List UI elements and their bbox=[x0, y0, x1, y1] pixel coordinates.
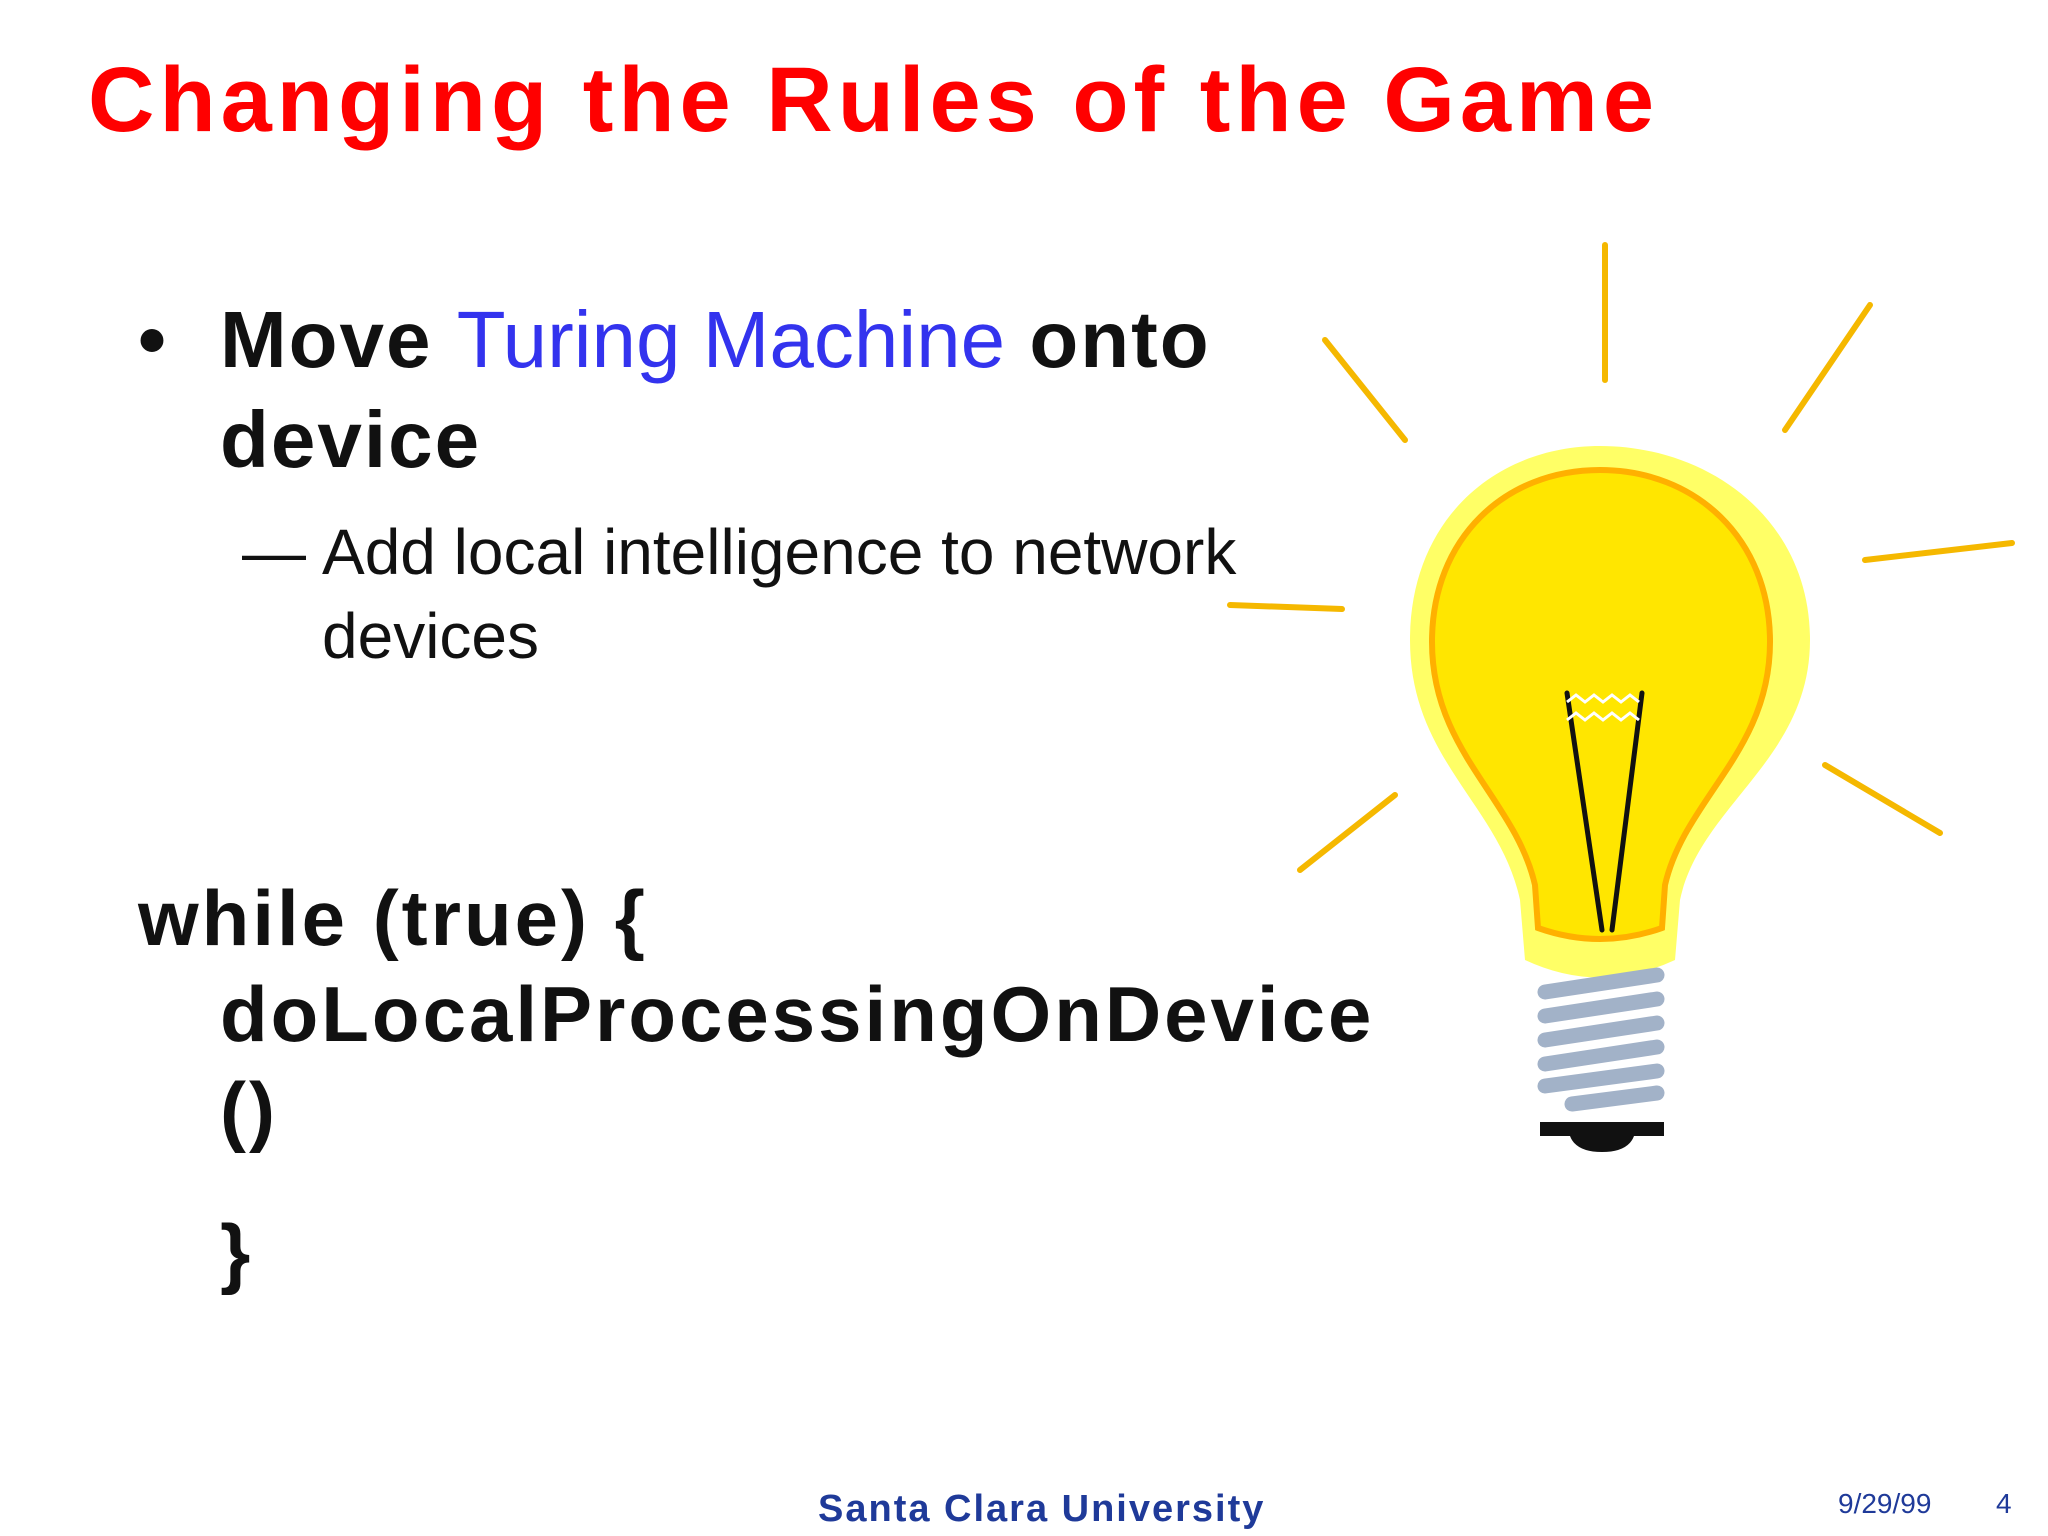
footer-date: 9/29/99 bbox=[1838, 1488, 1932, 1519]
bulb-filament bbox=[1564, 690, 1645, 933]
bullet-highlight: Turing Machine bbox=[456, 295, 1006, 384]
light-bulb-icon bbox=[1227, 242, 2015, 1152]
ray bbox=[1297, 792, 1398, 873]
code-block: while (true) { doLocalProcessingOnDevice… bbox=[138, 870, 1374, 1300]
bullet-list: • Move Turing Machine onto device bbox=[138, 290, 1318, 490]
bullet-item: • Move Turing Machine onto device bbox=[138, 290, 1318, 490]
bullet-marker: • bbox=[138, 295, 169, 384]
bulb-glass bbox=[1428, 466, 1774, 942]
ray bbox=[1822, 762, 1943, 836]
code-line-1: while (true) { bbox=[138, 874, 649, 962]
filament-coil bbox=[1566, 693, 1640, 704]
filament-coil bbox=[1566, 711, 1640, 722]
bulb-base-contact bbox=[1540, 1122, 1664, 1136]
footer-page-number: 4 bbox=[1996, 1488, 2012, 1519]
slide-title: Changing the Rules of the Game bbox=[88, 49, 1660, 151]
light-rays bbox=[1227, 242, 2015, 873]
sub-bullet-item: —Add local intelligence to network devic… bbox=[242, 510, 1442, 678]
code-line-3: () bbox=[220, 1066, 278, 1154]
sub-bullet-text: Add local intelligence to network device… bbox=[322, 516, 1237, 672]
ray bbox=[1782, 302, 1873, 433]
bulb-base-tip bbox=[1570, 1136, 1634, 1152]
footer-university: Santa Clara University bbox=[818, 1488, 1266, 1530]
ray bbox=[1227, 602, 1345, 612]
bullet-text-before: Move bbox=[220, 295, 457, 384]
code-line-2: doLocalProcessingOnDevice bbox=[220, 970, 1375, 1058]
sub-bullet-marker: — bbox=[242, 516, 306, 588]
bulb-base bbox=[1537, 967, 1665, 1112]
ray bbox=[1862, 540, 2015, 563]
code-line-4: } bbox=[220, 1208, 254, 1296]
bullet-text-after: onto device bbox=[220, 295, 1211, 484]
ray bbox=[1322, 337, 1408, 443]
